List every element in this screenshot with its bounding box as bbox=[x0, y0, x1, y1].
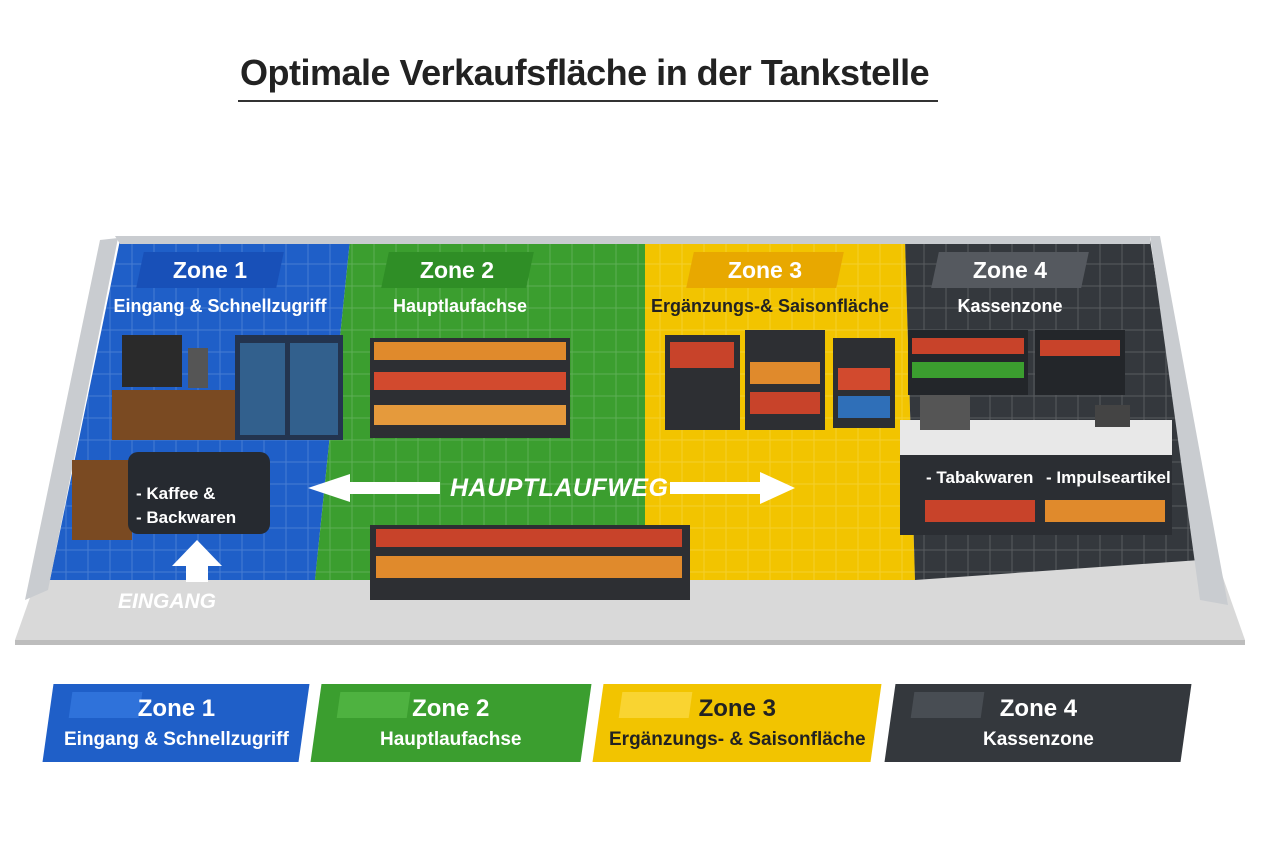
walkway-arrow-left bbox=[308, 474, 440, 502]
impulse-label: - Impulseartikel bbox=[1046, 468, 1171, 487]
zone2-subtitle: Hauptlaufachse bbox=[392, 296, 528, 316]
coffee-grinder bbox=[188, 348, 208, 388]
zone4-tag: Zone 4 bbox=[931, 252, 1089, 288]
zone3-tag: Zone 3 bbox=[686, 252, 844, 288]
zone1-counter-labels: - Kaffee & - Backwaren bbox=[136, 482, 236, 530]
legend-zone4: Zone 4 Kassenzone bbox=[884, 684, 1192, 762]
bakery-label: - Backwaren bbox=[136, 508, 237, 527]
left-wall bbox=[25, 238, 118, 600]
entrance-arrow bbox=[172, 540, 222, 582]
legend-zone2-label: Zone 2 bbox=[412, 695, 490, 722]
zone2-tag: Zone 2 bbox=[381, 252, 534, 288]
floor-base-edge bbox=[15, 640, 1245, 645]
coffee-counter bbox=[128, 452, 270, 534]
legend-zone4-subtitle: Kassenzone bbox=[982, 729, 1094, 750]
right-wall bbox=[1150, 236, 1228, 605]
legend-zone1-subtitle: Eingang & Schnellzugriff bbox=[63, 729, 289, 750]
title-underline bbox=[238, 100, 938, 102]
card-terminal bbox=[1095, 405, 1130, 427]
main-walkway-label: HAUPTLAUFWEG bbox=[450, 474, 669, 502]
legend-zone3-label: Zone 3 bbox=[698, 695, 776, 722]
legend-zone4-label: Zone 4 bbox=[999, 695, 1077, 722]
back-wall bbox=[115, 236, 1150, 244]
legend-zone3-subtitle: Ergänzungs- & Saisonfläche bbox=[608, 729, 866, 750]
zone1-tag: Zone 1 bbox=[136, 252, 284, 288]
legend-zone2: Zone 2 Hauptlaufachse bbox=[310, 684, 592, 762]
zone3-subtitle: Ergänzungs-& Saisonfläche bbox=[650, 296, 890, 316]
coffee-label: - Kaffee & bbox=[136, 484, 216, 503]
zone1-back-counter bbox=[112, 390, 237, 440]
legend-zone1-label: Zone 1 bbox=[137, 695, 215, 722]
tobacco-label: - Tabakwaren bbox=[926, 468, 1034, 487]
legend-zone2-subtitle: Hauptlaufachse bbox=[380, 729, 522, 750]
page-title: Optimale Verkaufsfläche in der Tankstell… bbox=[240, 52, 930, 93]
entrance-label: EINGANG bbox=[118, 590, 217, 613]
zone4-subtitle: Kassenzone bbox=[957, 296, 1063, 316]
zone1-subtitle: Eingang & Schnellzugriff bbox=[113, 296, 327, 316]
legend-zone1: Zone 1 Eingang & Schnellzugriff bbox=[42, 684, 310, 762]
legend-zone3: Zone 3 Ergänzungs- & Saisonfläche bbox=[592, 684, 882, 762]
cash-register bbox=[920, 395, 970, 430]
impulse-wall bbox=[1035, 330, 1125, 395]
bakery-display bbox=[72, 460, 132, 540]
coffee-machine bbox=[122, 335, 182, 387]
walkway-arrow-right bbox=[670, 472, 795, 504]
